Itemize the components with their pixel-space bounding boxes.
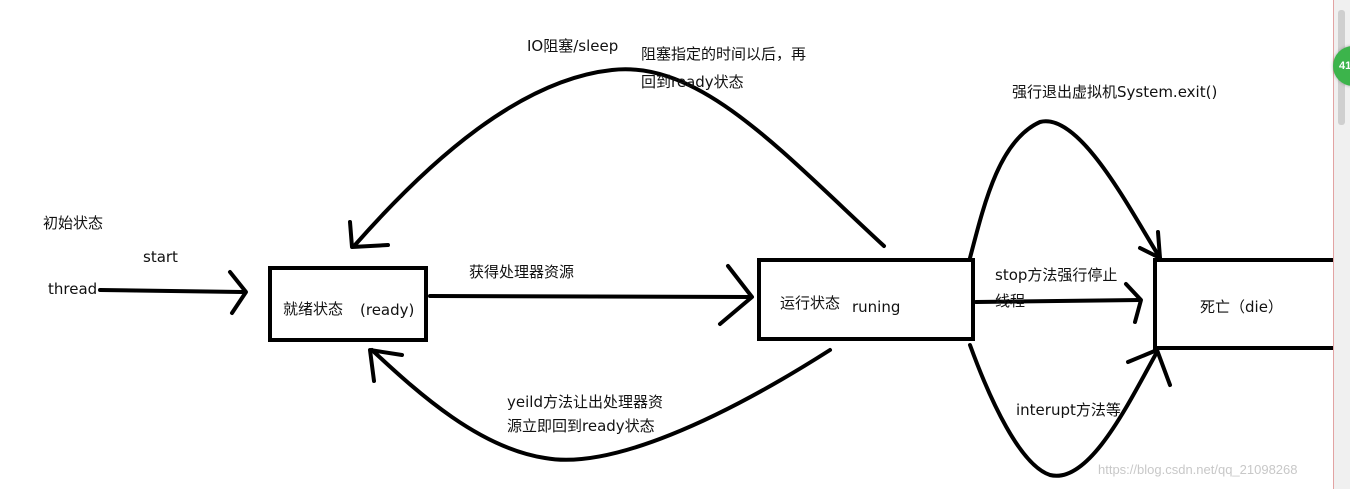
arrowhead-yield xyxy=(368,348,404,383)
running-state-box xyxy=(757,258,975,341)
arrowhead-io-block xyxy=(348,220,390,249)
arrow-exit xyxy=(968,119,1162,260)
yield-label: yeild方法让出处理器资源立即回到ready状态 xyxy=(507,393,663,435)
initial-state-label: 初始状态 xyxy=(43,214,104,232)
ready-state-box xyxy=(268,266,428,342)
arrowhead-stop xyxy=(1124,282,1143,324)
arrow-start xyxy=(98,288,244,294)
arrow-interrupt xyxy=(968,343,1159,478)
arrowhead-get-cpu xyxy=(718,264,754,326)
get-cpu-label: 获得处理器资源 xyxy=(469,263,575,281)
running-state-label-en: runing xyxy=(852,298,901,316)
arrow-io-block xyxy=(353,67,886,248)
block-return-label: 阻塞指定的时间以后，再回到ready状态 xyxy=(641,45,807,91)
ready-state-label-cn: 就绪状态 xyxy=(283,300,344,318)
arrow-yield xyxy=(370,348,832,462)
arrowhead-interrupt xyxy=(1126,348,1172,387)
dead-state-label: 死亡（die） xyxy=(1200,298,1283,316)
scrollbar[interactable] xyxy=(1333,0,1350,489)
interrupt-label: interupt方法等 xyxy=(1016,401,1121,419)
ready-state-label-en: (ready) xyxy=(360,301,415,319)
arrow-get-cpu xyxy=(428,294,752,299)
start-label: start xyxy=(143,248,178,266)
dead-state-box xyxy=(1153,258,1343,350)
floating-badge[interactable]: 41 xyxy=(1333,46,1350,86)
arrow-stop xyxy=(974,298,1142,304)
watermark: https://blog.csdn.net/qq_21098268 xyxy=(1098,462,1298,477)
arrowhead-start xyxy=(228,270,248,315)
exit-label: 强行退出虚拟机System.exit() xyxy=(1012,83,1218,101)
io-block-label: IO阻塞/sleep xyxy=(527,37,619,55)
running-state-label-cn: 运行状态 xyxy=(780,294,841,312)
stop-label: stop方法强行停止线程 xyxy=(995,266,1118,310)
thread-label: thread xyxy=(48,280,98,298)
